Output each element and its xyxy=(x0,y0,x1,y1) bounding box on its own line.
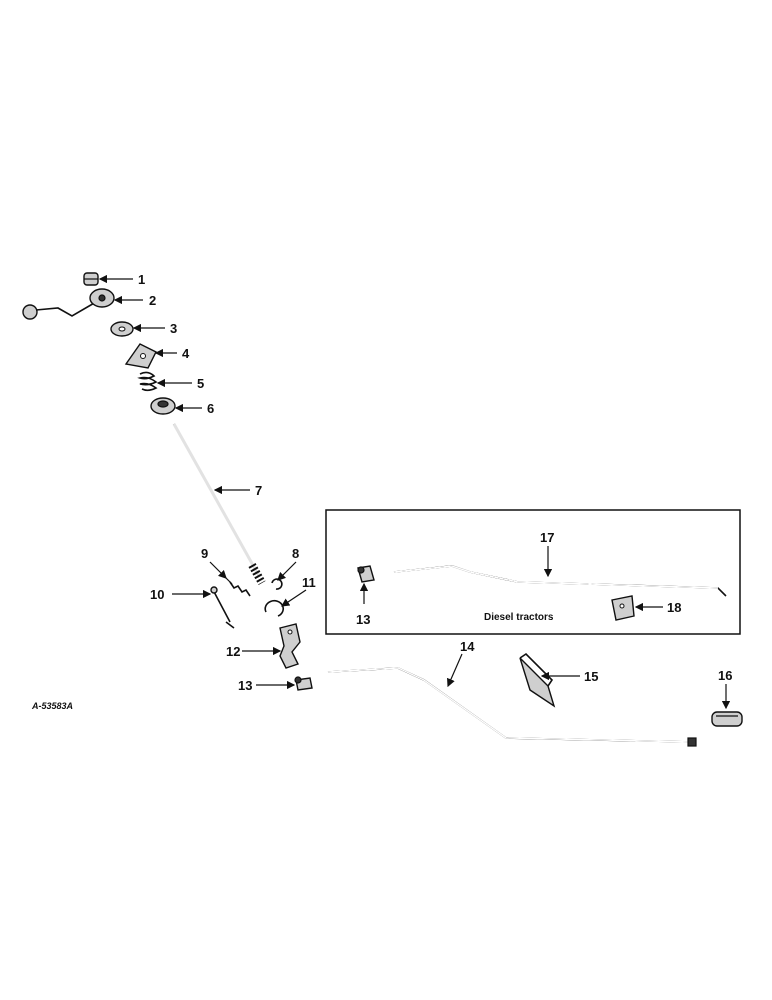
callout-13: 13 xyxy=(238,678,252,693)
part-3-washer xyxy=(110,321,134,337)
callout-5: 5 xyxy=(197,376,204,391)
part-5-spring xyxy=(137,371,158,392)
callout-8: 8 xyxy=(292,546,299,561)
diesel-inset-box xyxy=(325,509,741,635)
part-11-clamp xyxy=(264,599,285,617)
callout-2: 2 xyxy=(149,293,156,308)
callout-18: 18 xyxy=(667,600,681,615)
inset-part-13-fitting xyxy=(357,565,375,583)
callout-14: 14 xyxy=(460,639,475,654)
part-2-shift-lever xyxy=(22,288,115,320)
part-14-rod xyxy=(327,667,697,747)
callout-17: 17 xyxy=(540,530,554,545)
callout-16: 16 xyxy=(718,668,732,683)
part-15-bracket-plate xyxy=(519,652,556,708)
callout-4: 4 xyxy=(182,346,190,361)
part-10-lever-arm xyxy=(210,586,235,629)
callout-labels: 1 2 3 4 5 6 7 8 9 10 11 12 13 14 15 16 1… xyxy=(138,272,732,693)
leader-lines xyxy=(98,274,731,710)
part-4-plate xyxy=(124,343,157,369)
part-16-grip xyxy=(711,711,743,727)
part-13-fitting xyxy=(294,676,313,691)
part-6-bushing xyxy=(150,397,176,415)
part-8-clip xyxy=(271,578,283,590)
callout-15: 15 xyxy=(584,669,598,684)
drawing-code: A-53583A xyxy=(31,701,73,711)
part-18-bracket xyxy=(611,595,635,621)
part-1-cap-nut xyxy=(83,272,99,286)
part-12-bracket xyxy=(279,623,301,669)
callout-10: 10 xyxy=(150,587,164,602)
inset-caption: Diesel tractors xyxy=(484,612,554,623)
part-17-rod xyxy=(393,565,727,597)
callout-11: 11 xyxy=(302,575,316,590)
part-7-shift-shaft xyxy=(172,423,266,585)
callout-1: 1 xyxy=(138,272,145,287)
callout-7: 7 xyxy=(255,483,262,498)
callout-9: 9 xyxy=(201,546,208,561)
part-9-spring xyxy=(221,573,251,597)
callout-3: 3 xyxy=(170,321,177,336)
callout-6: 6 xyxy=(207,401,214,416)
callout-12: 12 xyxy=(226,644,240,659)
callout-13-inset: 13 xyxy=(356,612,370,627)
